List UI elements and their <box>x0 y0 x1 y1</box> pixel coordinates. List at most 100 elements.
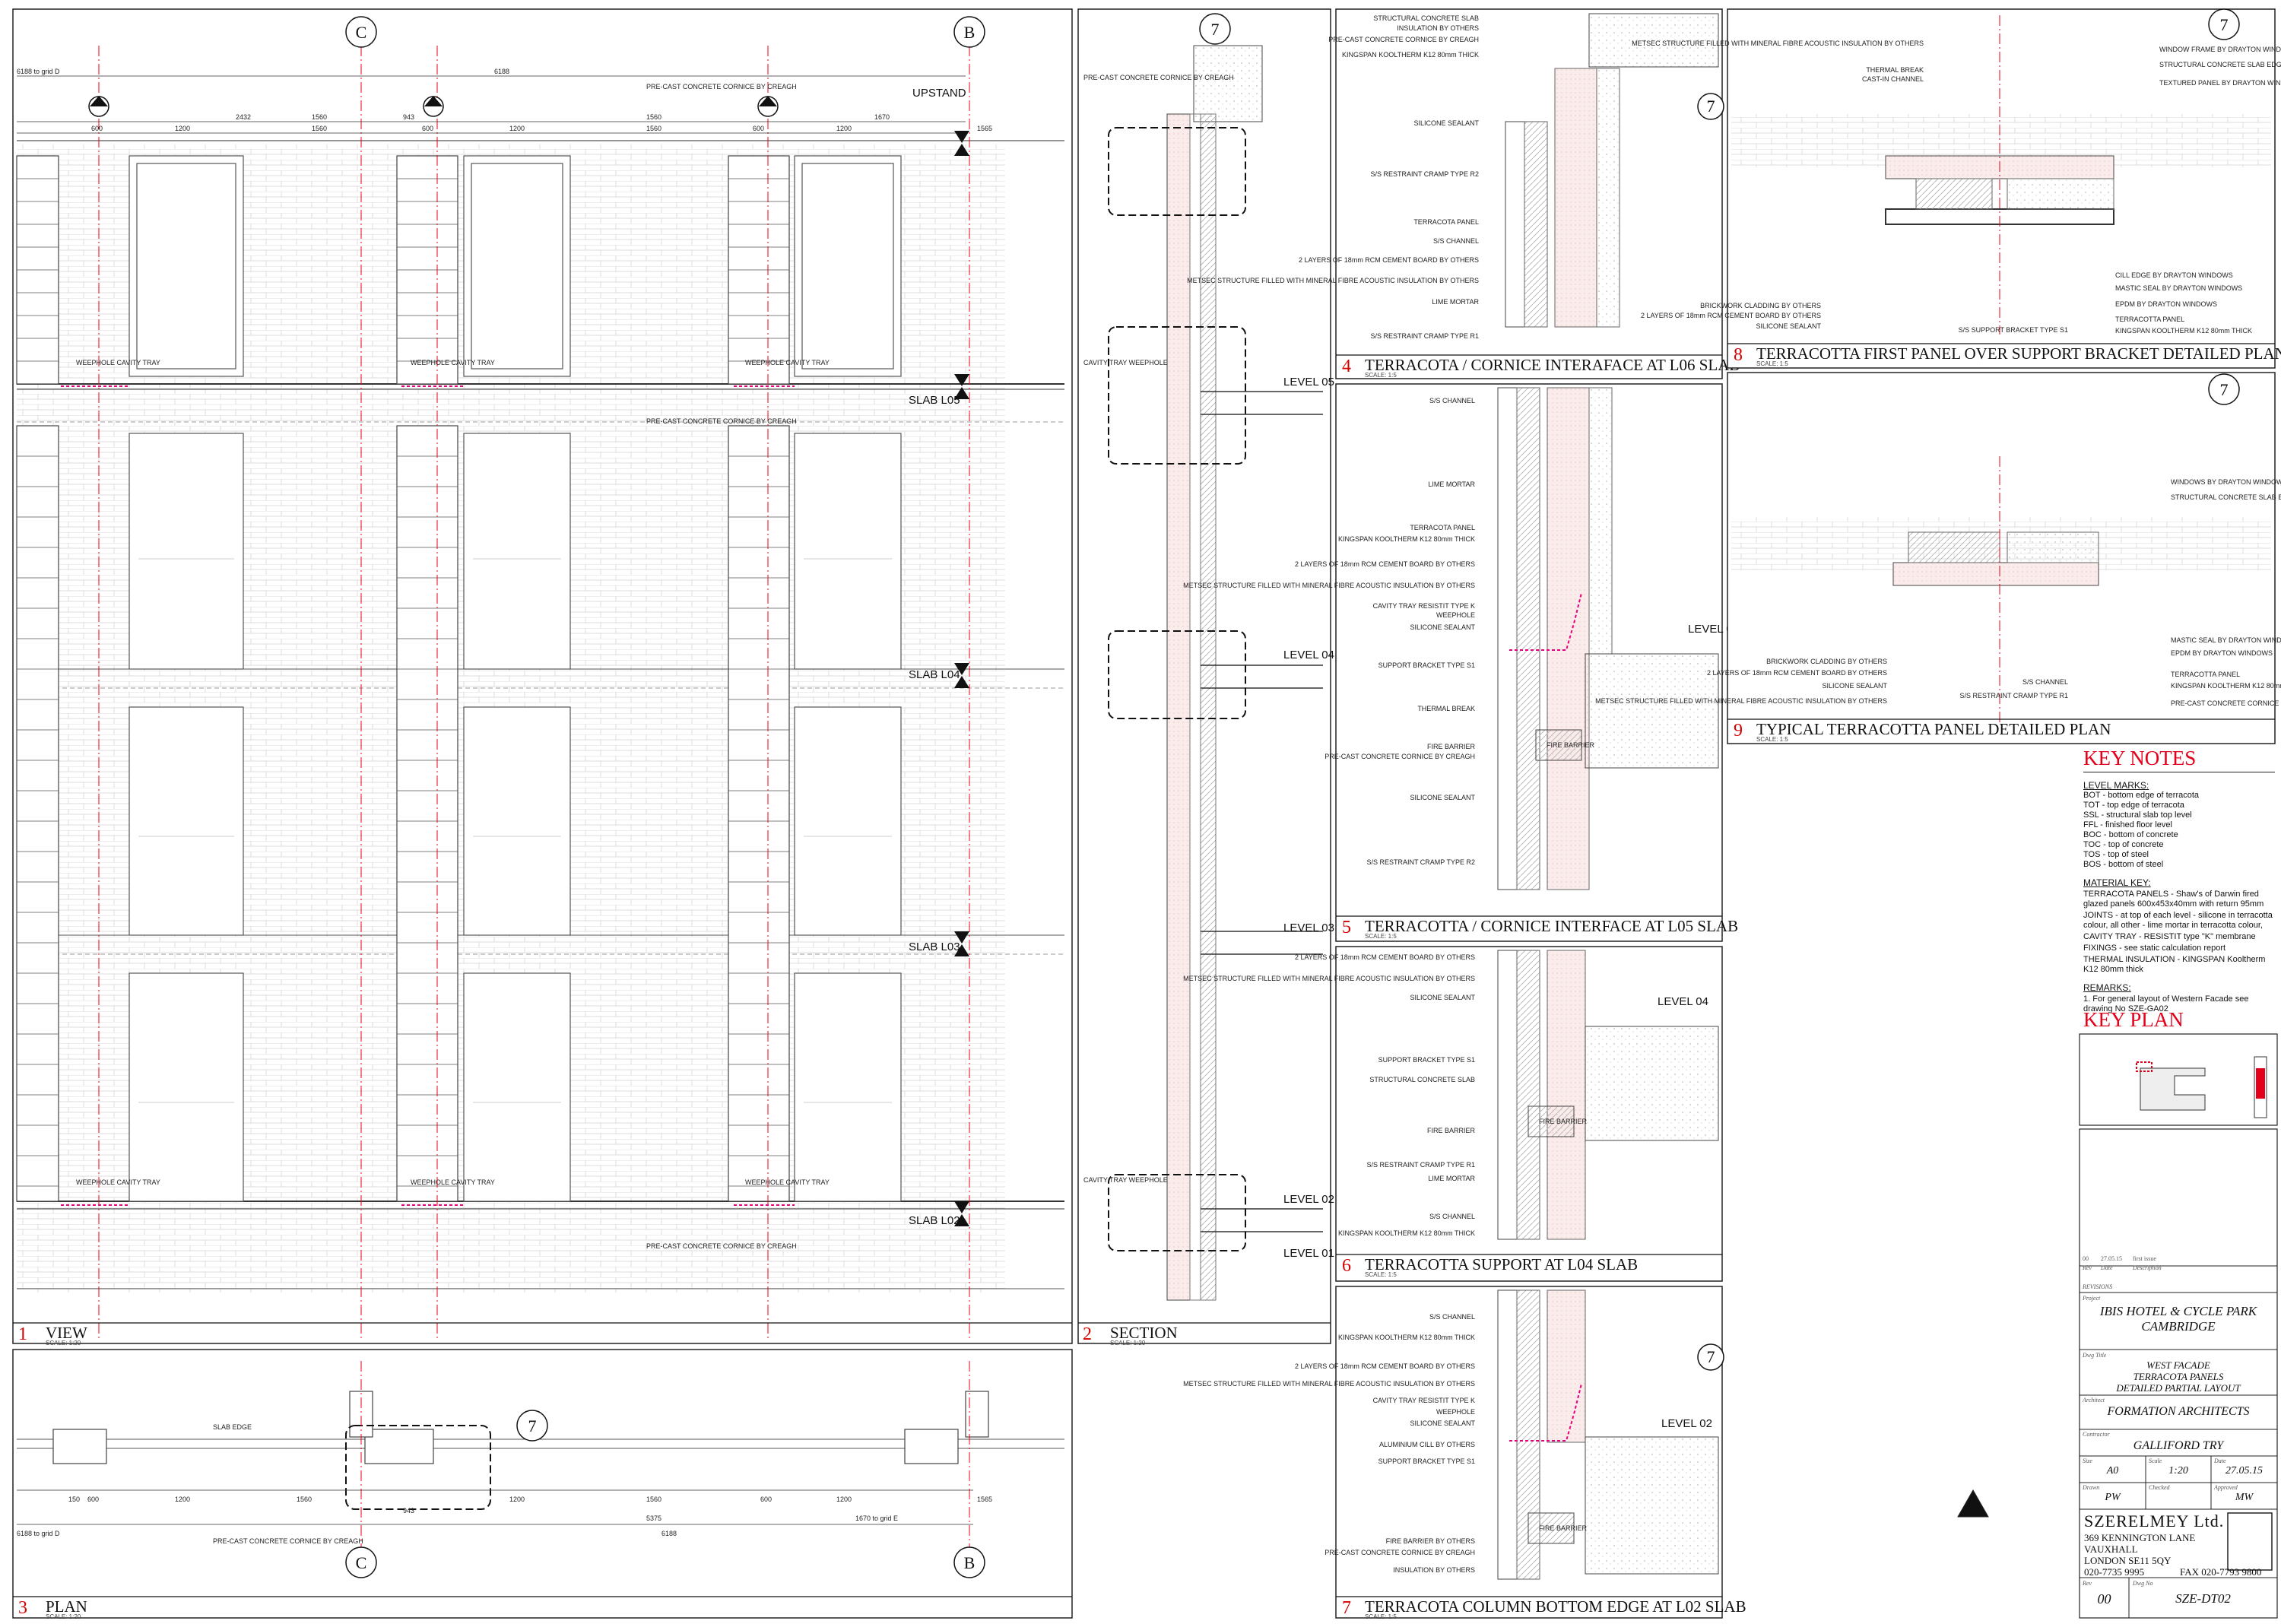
material-0: TERRACOTA PANELS - Shaw's of Darwin fire… <box>2083 890 2264 909</box>
rev-label: Rev <box>2083 1580 2092 1587</box>
d5-fire-barrier: FIRE BARRIER <box>1547 741 1595 749</box>
date-value: 27.05.15 <box>2225 1465 2263 1477</box>
contractor-label: Contractor <box>2083 1431 2110 1438</box>
key-notes-panel: KEY NOTES LEVEL MARKS: BOT - bottom edge… <box>2083 747 2275 1014</box>
slab-l04-label: SLAB L04 <box>909 668 960 681</box>
dwg-title-line-1: WEST FACADE <box>2146 1359 2210 1371</box>
plan-dim-6: 1200 <box>509 1496 525 1503</box>
d9-left-4: S/S CHANNEL <box>2022 678 2068 686</box>
plan-overall: 6188 <box>661 1530 677 1537</box>
d8-right-1: STRUCTURAL CONCRETE SLAB EDGE <box>2159 61 2281 68</box>
d4-label-11: S/S RESTRAINT CRAMP TYPE R1 <box>1370 332 1479 340</box>
d5-label-9: SUPPORT BRACKET TYPE S1 <box>1378 661 1475 669</box>
plan-dim-mid: 5375 <box>646 1515 661 1522</box>
elev-dim-5: 1200 <box>509 125 525 132</box>
d6-label-4: STRUCTURAL CONCRETE SLAB <box>1369 1076 1475 1083</box>
d5-label-12: PRE-CAST CONCRETE CORNICE BY CREAGH <box>1325 753 1475 760</box>
d8-right-2: TEXTURED PANEL BY DRAYTON WINDOWS <box>2159 79 2281 87</box>
d9-right-4: TERRACOTTA PANEL <box>2171 671 2240 678</box>
d7-label-1: KINGSPAN KOOLTHERM K12 80mm THICK <box>1338 1334 1475 1341</box>
d8-right-3: CILL EDGE BY DRAYTON WINDOWS <box>2115 271 2233 279</box>
d7-label-0: S/S CHANNEL <box>1429 1313 1475 1321</box>
d4-label-8: 2 LAYERS OF 18mm RCM CEMENT BOARD BY OTH… <box>1299 256 1479 264</box>
plan-dim-7: 1560 <box>646 1496 661 1503</box>
elev-dim2-3: 943 <box>403 113 414 121</box>
d7-label-7: ALUMINIUM CILL BY OTHERS <box>1379 1441 1475 1448</box>
d5-label-6: CAVITY TRAY RESISTIT TYPE K <box>1373 602 1475 610</box>
d9-grid-7: 7 <box>2220 380 2229 399</box>
view-plan: 7 C B SLAB EDGE PRE-CAST CONCRETE CORNIC… <box>12 1349 1073 1620</box>
view7-number: 7 <box>1342 1598 1351 1618</box>
d4-label-1: INSULATION BY OTHERS <box>1397 24 1479 32</box>
elev-dim2-1: 2432 <box>236 113 251 121</box>
elev-dim-2: 1200 <box>175 125 190 132</box>
detail-9: 7 BRICKWORK CLADDING BY OTHERS 2 LAYERS … <box>1595 372 2281 744</box>
grid-c-marker <box>345 16 377 48</box>
d5-label-4: 2 LAYERS OF 18mm RCM CEMENT BOARD BY OTH… <box>1295 560 1475 568</box>
view2-number: 2 <box>1083 1324 1092 1344</box>
view2-title: SECTION <box>1110 1324 1178 1342</box>
grid-c-label: C <box>356 23 367 42</box>
section-cavity-note-2: CAVITY TRAY WEEPHOLE <box>1083 1176 1168 1184</box>
remark-0: 1. For general layout of Western Facade … <box>2083 994 2249 1013</box>
size-value: A0 <box>2106 1465 2119 1477</box>
view6-number: 6 <box>1342 1256 1351 1276</box>
remarks-heading: REMARKS: <box>2083 982 2131 993</box>
level-mark-2: SSL - structural slab top level <box>2083 810 2192 820</box>
rev-header-desc: Description <box>2133 1264 2162 1271</box>
grid-b-marker <box>953 16 985 48</box>
d6-label-2: SILICONE SEALANT <box>1410 994 1475 1001</box>
d9-right-5: KINGSPAN KOOLTHERM K12 80mm THICK <box>2171 682 2281 690</box>
section-cavity-note: CAVITY TRAY WEEPHOLE <box>1083 359 1168 366</box>
section-level-05: LEVEL 05 <box>1283 376 1334 389</box>
plan-grid-c: C <box>356 1553 367 1572</box>
slab-l02-label: SLAB L02 <box>909 1214 960 1227</box>
company-fax: FAX 020-7793 9800 <box>2180 1566 2262 1578</box>
plan-cornice: PRE-CAST CONCRETE CORNICE BY CREAGH <box>213 1537 363 1545</box>
d7-label-2: 2 LAYERS OF 18mm RCM CEMENT BOARD BY OTH… <box>1295 1362 1475 1370</box>
section-level-01: LEVEL 01 <box>1283 1247 1334 1260</box>
d4-label-4: SILICONE SEALANT <box>1413 119 1479 127</box>
view8-title: TERRACOTTA FIRST PANEL OVER SUPPORT BRAC… <box>1756 344 2281 363</box>
revision-date: 27.05.15 <box>2101 1255 2122 1262</box>
d9-left-1: 2 LAYERS OF 18mm RCM CEMENT BOARD BY OTH… <box>1707 669 1887 677</box>
material-2: CAVITY TRAY - RESISTIT type "K" membrane <box>2083 932 2256 941</box>
rev-header-rev: Rev <box>2083 1264 2092 1271</box>
d7-label-9: FIRE BARRIER BY OTHERS <box>1386 1537 1475 1545</box>
d6-label-8: S/S CHANNEL <box>1429 1213 1475 1220</box>
d8-right-0: WINDOW FRAME BY DRAYTON WINDOWS <box>2159 46 2281 53</box>
elevation-grid-note: 6188 to grid D <box>17 68 60 75</box>
grid-b-label: B <box>964 23 976 42</box>
view6-scale: SCALE: 1:5 <box>1365 1271 1397 1278</box>
revision-desc: first issue <box>2133 1255 2156 1262</box>
revisions-label: REVISIONS <box>2083 1283 2113 1290</box>
dwg-number: SZE-DT02 <box>2175 1591 2231 1606</box>
key-plan-title-panel: KEY PLAN <box>2083 1008 2273 1032</box>
upstand-label: UPSTAND <box>912 87 966 100</box>
key-plan-title: KEY PLAN <box>2083 1008 2184 1031</box>
d4-label-10: LIME MORTAR <box>1432 298 1479 306</box>
d8-left-2: CAST-IN CHANNEL <box>1862 75 1924 83</box>
scale-label: Scale <box>2149 1457 2162 1464</box>
d4-label-0: STRUCTURAL CONCRETE SLAB <box>1373 14 1479 22</box>
address-line-1: 369 KENNINGTON LANE <box>2084 1532 2196 1543</box>
architect-label: Architect <box>2083 1397 2105 1404</box>
d5-label-13: SILICONE SEALANT <box>1410 794 1475 801</box>
slab-l03-label: SLAB L03 <box>909 940 960 953</box>
d7-grid-7: 7 <box>1707 1347 1715 1366</box>
detail-8: 7 METSEC STRUCTURE FILLED WITH MINERAL F… <box>1632 8 2281 369</box>
detail-6: LEVEL 04 FIRE BARRIER 2 LAYERS OF 18mm R… <box>1183 946 1723 1282</box>
elev-dim-3: 1560 <box>312 125 327 132</box>
drawn-value: PW <box>2105 1492 2121 1503</box>
key-plan-graphic <box>2079 1033 2278 1126</box>
elev-dim-10: 1565 <box>977 125 992 132</box>
view9-number: 9 <box>1734 721 1743 741</box>
d6-label-7: LIME MORTAR <box>1428 1175 1475 1182</box>
plan-slab-edge: SLAB EDGE <box>213 1423 252 1431</box>
detail-7: 7 LEVEL 02 FIRE BARRIER S/S CHANNEL KING… <box>1183 1286 1746 1620</box>
material-4: THERMAL INSULATION - KINGSPAN Kooltherm … <box>2083 955 2266 974</box>
view3-title: PLAN <box>46 1597 87 1616</box>
section-level-02: LEVEL 02 <box>1283 1193 1334 1206</box>
plan-dim-9: 1200 <box>836 1496 852 1503</box>
cavity-tray-2: WEEPHOLE CAVITY TRAY <box>411 359 495 366</box>
